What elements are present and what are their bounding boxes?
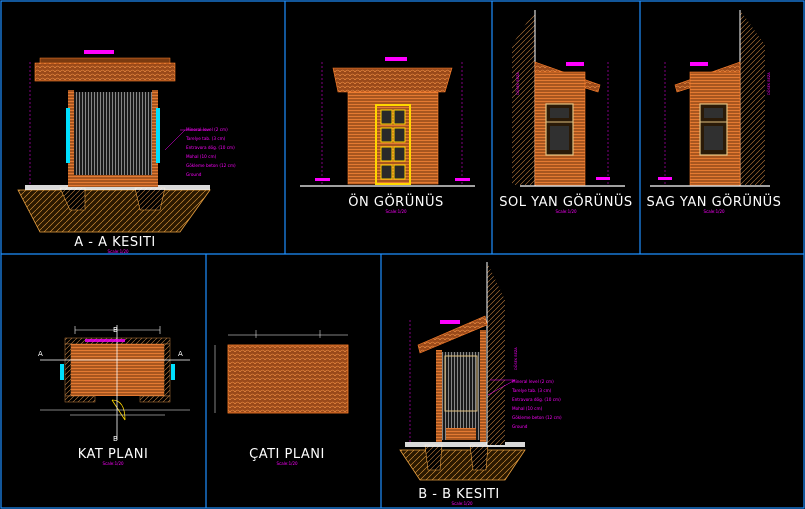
right-view-scale: Scale:1/20 — [703, 209, 725, 214]
bb-note-2: Tarelye tab. (3 cm) — [511, 388, 552, 393]
note-6: Ground — [186, 172, 202, 177]
left-view-drawing — [512, 10, 625, 187]
right-view-title: SAG YAN GÖRÜNÜS — [647, 193, 782, 210]
note-4: Mohal (10 cm) — [186, 154, 217, 159]
right-view-drawing — [650, 10, 770, 187]
note-1: Mineral level (2 cm) — [186, 127, 228, 132]
bb-note-5: Gökleme beton (12 cm) — [512, 415, 562, 420]
bb-section-title: B - B KESITI — [418, 487, 500, 502]
aa-section-title: A - A KESITI — [74, 235, 155, 250]
section-marker-b-bottom: B — [113, 435, 118, 443]
left-view-wall-label: DÖSEK BEZA — [515, 72, 520, 95]
floor-plan-title: KAT PLANI — [78, 447, 149, 462]
section-marker-a-left: A — [38, 350, 43, 358]
bb-section-scale: Scale:1/20 — [451, 501, 473, 506]
bb-wall-label: DÖSEK BEZA — [513, 347, 518, 370]
left-view-scale: Scale:1/20 — [555, 209, 577, 214]
section-marker-a-right: A — [178, 350, 183, 358]
roof-plan-scale: Scale:1/20 — [276, 461, 298, 466]
note-5: Gökleme beton (12 cm) — [186, 163, 236, 168]
roof-plan-drawing — [214, 330, 349, 414]
section-marker-b-top: B — [113, 326, 118, 334]
bb-note-3: Entravora dög. (10 cm) — [512, 397, 561, 402]
note-3: Entravora dög. (10 cm) — [186, 145, 235, 150]
front-view-scale: Scale:1/20 — [385, 209, 407, 214]
left-view-title: SOL YAN GÖRÜNÜS — [499, 193, 632, 210]
front-view-title: ÖN GÖRÜNÜS — [348, 193, 443, 210]
floor-plan-scale: Scale:1/20 — [102, 461, 124, 466]
roof-plan-title: ÇATI PLANI — [249, 447, 325, 462]
floor-plan-markers: A A B B — [38, 326, 183, 443]
bb-note-1: Mineral level (2 cm) — [512, 379, 554, 384]
bb-section-notes: Mineral level (2 cm) Tarelye tab. (3 cm)… — [511, 379, 562, 429]
right-view-wall-label: DÖSEK BEZA — [766, 72, 771, 95]
note-2: Tarelye tab. (3 cm) — [185, 136, 226, 141]
aa-section-notes: Mineral level (2 cm) Tarelye tab. (3 cm)… — [185, 127, 236, 177]
bb-note-4: Mohal (10 cm) — [512, 406, 543, 411]
front-view-drawing — [300, 57, 475, 187]
aa-section-scale: Scale:1/20 — [107, 249, 129, 254]
bb-section-drawing — [399, 262, 526, 481]
aa-section-drawing — [17, 50, 211, 233]
floor-plan-drawing — [40, 325, 190, 440]
bb-note-6: Ground — [512, 424, 528, 429]
